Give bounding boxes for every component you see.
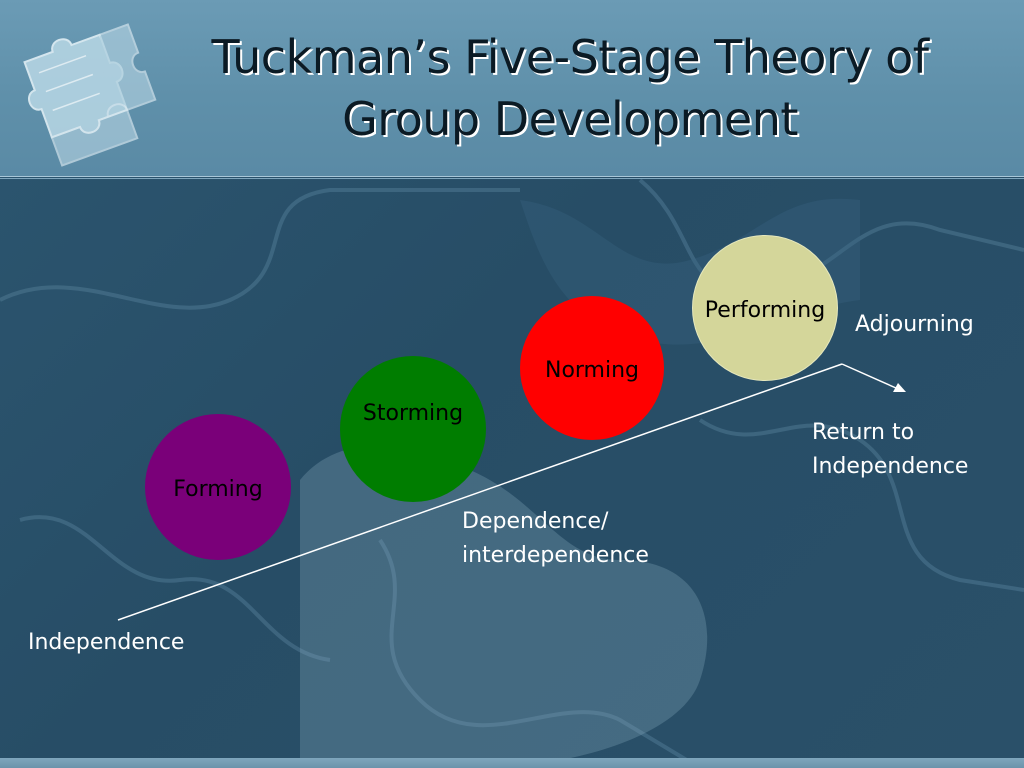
return-to-independence-label: Return to Independence [812, 416, 968, 484]
footer-band [0, 758, 1024, 768]
stage-storming-label: Storming [362, 400, 464, 426]
progression-adjourning-line [841, 363, 897, 389]
return-label-line-2: Independence [812, 454, 969, 479]
stage-norming-circle: Norming [520, 296, 664, 440]
slide-title-line-1: Tuckman’s Five-Stage Theory of [211, 30, 929, 84]
puzzle-pieces-icon [23, 23, 157, 167]
stage-storming-circle: Storming [340, 356, 486, 502]
dependence-label-line-1: Dependence/ [462, 509, 609, 534]
title-header-band [0, 0, 1024, 177]
arrow-head-icon [893, 383, 906, 392]
dependence-label-line-2: interdependence [462, 543, 649, 568]
return-label-line-1: Return to [812, 420, 915, 445]
header-divider [0, 178, 1024, 179]
slide-title-line-2: Group Development [342, 92, 798, 146]
independence-label: Independence [28, 630, 185, 655]
stage-performing-label: Performing [704, 297, 826, 323]
progression-rising-line [117, 363, 843, 621]
stage-adjourning-label: Adjourning [855, 312, 974, 337]
slide-title: Tuckman’s Five-Stage Theory of Group Dev… [160, 26, 980, 150]
stage-forming-circle: Forming [145, 414, 291, 560]
stage-forming-label: Forming [173, 476, 263, 502]
stage-performing-circle: Performing [692, 235, 838, 381]
dependence-interdependence-label: Dependence/ interdependence [462, 505, 649, 573]
stage-norming-label: Norming [544, 357, 640, 383]
